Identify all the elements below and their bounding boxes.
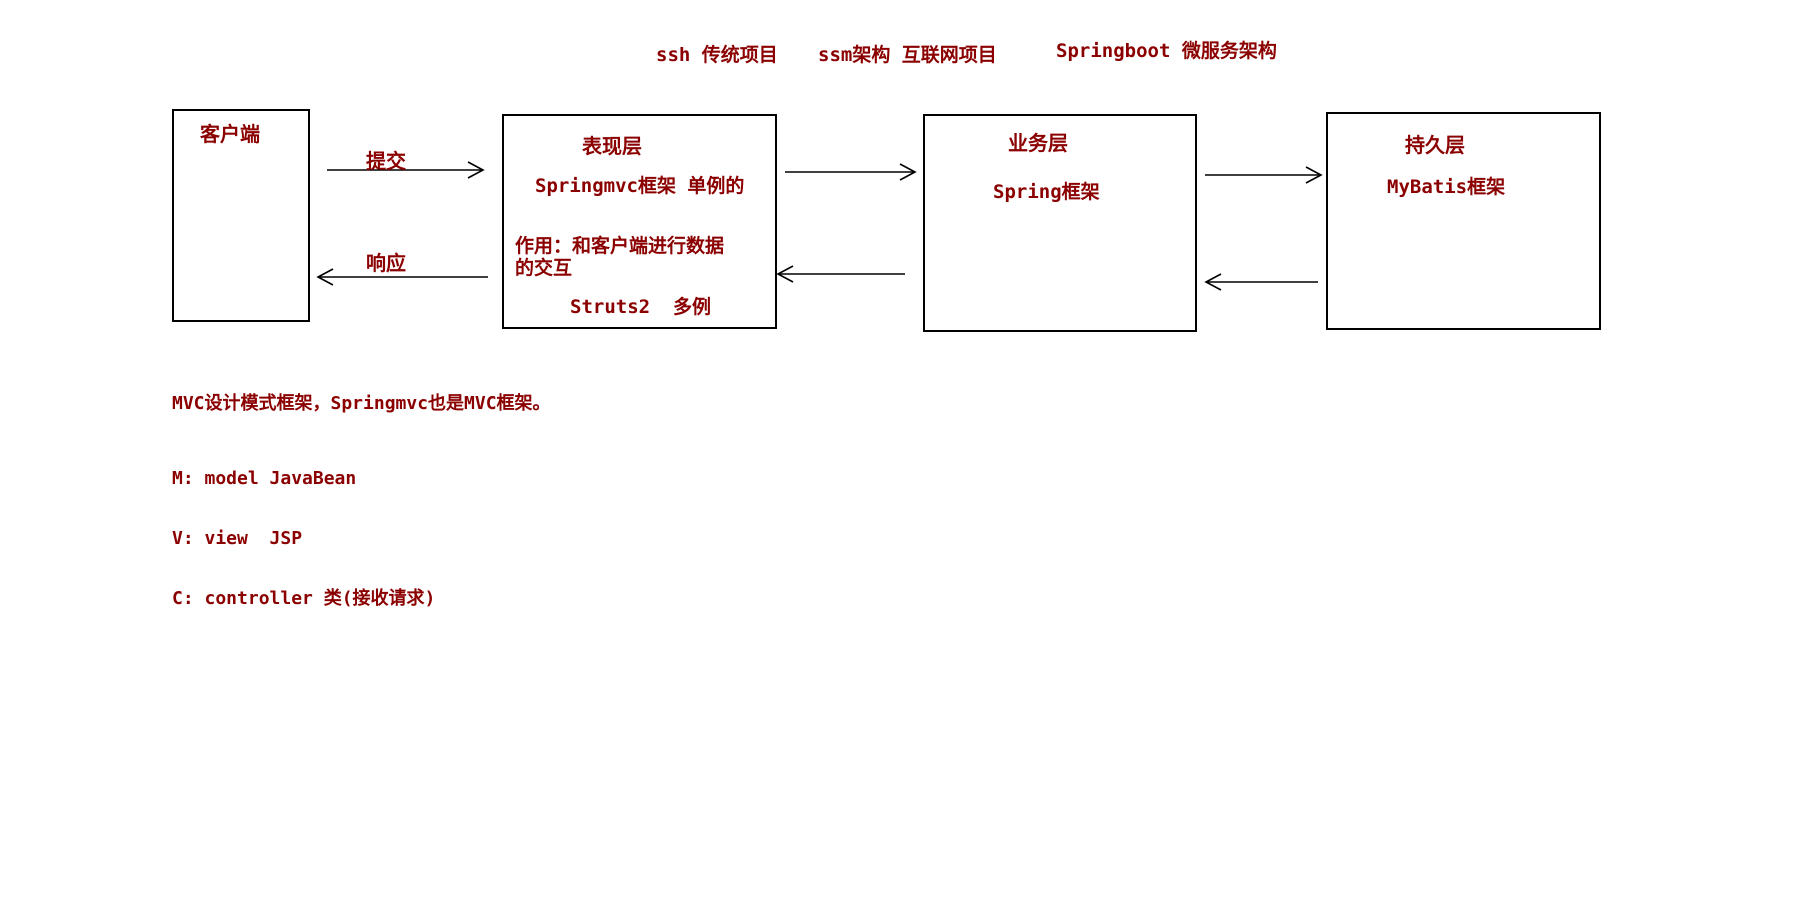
- client-box-title: 客户端: [200, 122, 260, 146]
- mvc-intro-note: MVC设计模式框架，Springmvc也是MVC框架。: [172, 393, 551, 414]
- persistence-layer-box: 持久层 MyBatis框架: [1326, 112, 1601, 330]
- mvc-notes-list: M: model JavaBean V: view JSP C: control…: [172, 429, 435, 649]
- response-arrow-label: 响应: [366, 251, 406, 275]
- business-layer-box: 业务层 Spring框架: [923, 114, 1197, 332]
- persistence-framework-text: MyBatis框架: [1387, 176, 1506, 198]
- business-to-presentation-arrow: [776, 265, 905, 283]
- persistence-layer-title: 持久层: [1405, 133, 1465, 157]
- mvc-note-model: M: model JavaBean: [172, 468, 357, 489]
- header-springboot-label: Springboot 微服务架构: [1056, 40, 1277, 62]
- header-ssm-label: ssm架构 互联网项目: [818, 44, 997, 66]
- presentation-framework-text: Springmvc框架 单例的: [535, 175, 745, 197]
- header-ssh-label: ssh 传统项目: [656, 44, 778, 66]
- business-layer-title: 业务层: [1008, 131, 1068, 155]
- presentation-layer-box: 表现层 Springmvc框架 单例的 作用：和客户端进行数据 的交互 Stru…: [502, 114, 777, 329]
- mvc-note-view: V: view JSP: [172, 528, 303, 549]
- business-to-persistence-arrow: [1205, 166, 1323, 184]
- mvc-note-controller: C: controller 类(接收请求): [172, 588, 436, 609]
- business-framework-text: Spring框架: [993, 181, 1100, 203]
- client-box: 客户端: [172, 109, 310, 322]
- presentation-purpose-text: 作用：和客户端进行数据 的交互: [515, 235, 725, 279]
- presentation-to-business-arrow: [785, 163, 917, 181]
- presentation-layer-title: 表现层: [582, 134, 642, 158]
- presentation-struts-text: Struts2 多例: [570, 296, 711, 318]
- persistence-to-business-arrow: [1204, 273, 1318, 291]
- submit-arrow-label: 提交: [366, 149, 406, 173]
